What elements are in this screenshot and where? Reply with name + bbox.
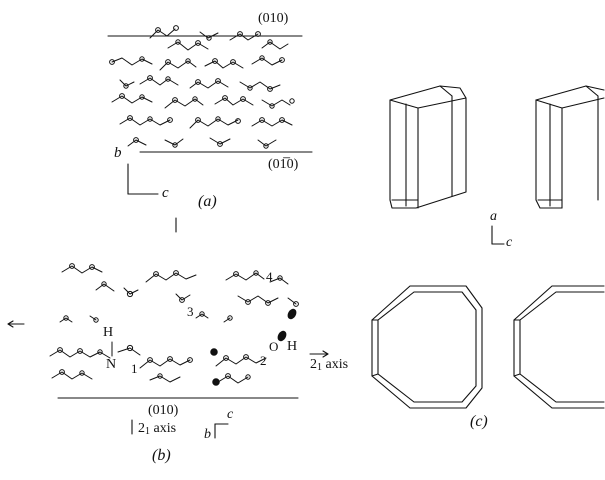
screw-axis-left-word: axis	[153, 421, 177, 436]
axis-label-b-a: b	[114, 145, 122, 161]
molecule-number-2: 2	[260, 353, 267, 368]
crystal-prism-right	[535, 85, 605, 209]
molecule-number-4: 4	[266, 269, 273, 284]
atom-label-h2: H	[287, 339, 298, 354]
atom-label-h1: H	[103, 325, 114, 340]
panel-a-packing-diagram	[107, 25, 313, 233]
axis-corner-b	[214, 423, 229, 439]
caption-panel-a: (a)	[198, 193, 217, 210]
molecule-cluster-a	[109, 25, 295, 149]
axis-label-a-c: a	[490, 209, 497, 224]
plane-label-0-10-bottom: (01̅0)	[268, 157, 299, 172]
screw-axis-label-right: 21 axis	[310, 358, 348, 373]
axis-label-c-b: c	[227, 407, 234, 422]
panel-c-crystal-habits	[371, 85, 605, 409]
hbond-chain-atoms	[210, 308, 297, 386]
screw-axis-right-digit: 2	[310, 357, 317, 372]
caption-panel-c: (c)	[470, 413, 488, 430]
atom-label-n: N	[106, 357, 117, 372]
crystal-hexagon-right	[513, 285, 605, 409]
molecule-number-3: 3	[187, 304, 194, 319]
atom-label-o: O	[269, 339, 279, 354]
molecule-cluster-b	[49, 263, 299, 384]
screw-axis-left-subscript: 1	[145, 426, 150, 437]
panel-b-hbond-layer	[7, 263, 329, 439]
axis-label-c-a: c	[162, 185, 169, 201]
crystal-hexagon-left	[371, 285, 483, 409]
caption-panel-b: (b)	[152, 447, 171, 464]
crystal-prism-left	[389, 85, 467, 209]
axis-label-b-b: b	[204, 427, 211, 442]
screw-axis-label-vertical: 21 axis	[138, 422, 176, 437]
plane-label-010-b: (010)	[148, 403, 179, 418]
screw-axis-right-word: axis	[325, 357, 349, 372]
axis-corner-c	[491, 225, 505, 245]
plane-label-010-top: (010)	[258, 11, 289, 26]
axis-corner-a	[127, 163, 159, 195]
screw-axis-right-subscript: 1	[317, 362, 322, 373]
molecule-number-1: 1	[131, 361, 138, 376]
axis-label-c-c: c	[506, 235, 513, 250]
screw-axis-left-digit: 2	[138, 421, 145, 436]
